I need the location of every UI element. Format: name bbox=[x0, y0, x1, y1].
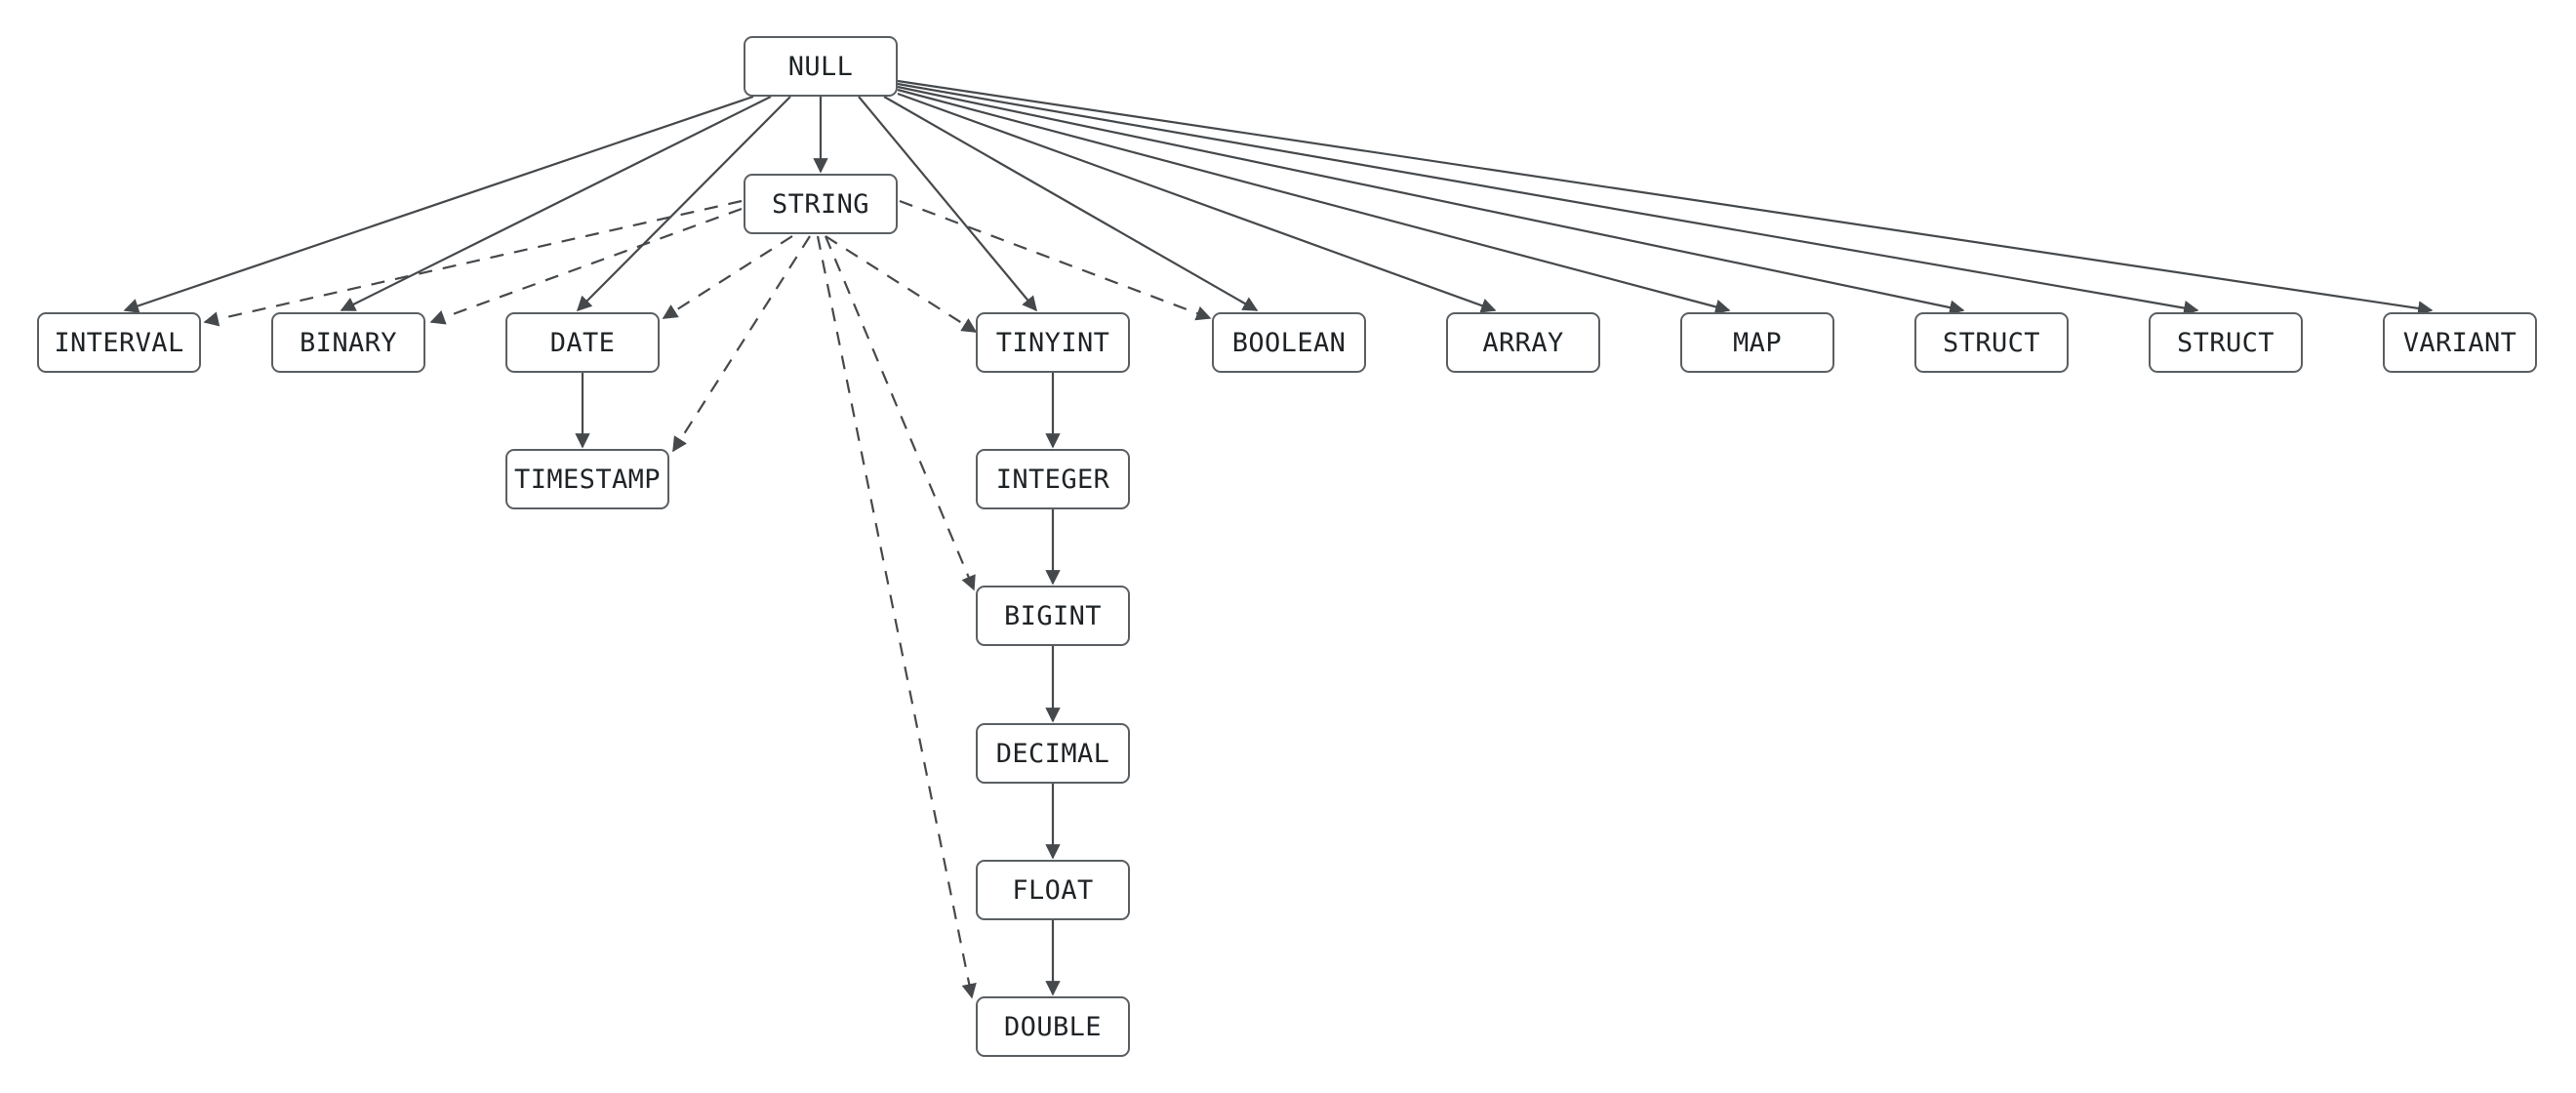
node-map[interactable]: MAP bbox=[1680, 312, 1834, 373]
node-string[interactable]: STRING bbox=[744, 174, 898, 234]
node-integer[interactable]: INTEGER bbox=[976, 449, 1130, 509]
node-date[interactable]: DATE bbox=[505, 312, 660, 373]
node-decimal[interactable]: DECIMAL bbox=[976, 723, 1130, 784]
node-timestamp[interactable]: TIMESTAMP bbox=[505, 449, 669, 509]
node-label: BINARY bbox=[300, 327, 397, 358]
node-label: INTERVAL bbox=[54, 327, 184, 358]
node-label: DOUBLE bbox=[1004, 1011, 1102, 1042]
node-label: STRING bbox=[772, 188, 869, 220]
node-float[interactable]: FLOAT bbox=[976, 860, 1130, 920]
node-null[interactable]: NULL bbox=[744, 36, 898, 97]
node-label: STRUCT bbox=[2177, 327, 2274, 358]
node-label: STRUCT bbox=[1943, 327, 2040, 358]
node-binary[interactable]: BINARY bbox=[271, 312, 425, 373]
node-label: BOOLEAN bbox=[1231, 327, 1347, 358]
node-label: ARRAY bbox=[1482, 327, 1564, 358]
node-label: TINYINT bbox=[995, 327, 1110, 358]
node-label: BIGINT bbox=[1004, 600, 1102, 631]
node-label: TIMESTAMP bbox=[514, 464, 661, 495]
node-bigint[interactable]: BIGINT bbox=[976, 586, 1130, 646]
node-label: NULL bbox=[787, 51, 854, 82]
node-label: FLOAT bbox=[1012, 874, 1094, 906]
node-variant[interactable]: VARIANT bbox=[2383, 312, 2537, 373]
node-double[interactable]: DOUBLE bbox=[976, 996, 1130, 1057]
node-label: VARIANT bbox=[2402, 327, 2517, 358]
node-tinyint[interactable]: TINYINT bbox=[976, 312, 1130, 373]
node-array[interactable]: ARRAY bbox=[1446, 312, 1600, 373]
node-label: DATE bbox=[549, 327, 616, 358]
node-label: MAP bbox=[1733, 327, 1782, 358]
node-interval[interactable]: INTERVAL bbox=[37, 312, 201, 373]
node-label: INTEGER bbox=[995, 464, 1110, 495]
node-label: DECIMAL bbox=[995, 738, 1110, 769]
node-struct2[interactable]: STRUCT bbox=[2149, 312, 2303, 373]
node-boolean[interactable]: BOOLEAN bbox=[1212, 312, 1366, 373]
node-struct1[interactable]: STRUCT bbox=[1914, 312, 2069, 373]
